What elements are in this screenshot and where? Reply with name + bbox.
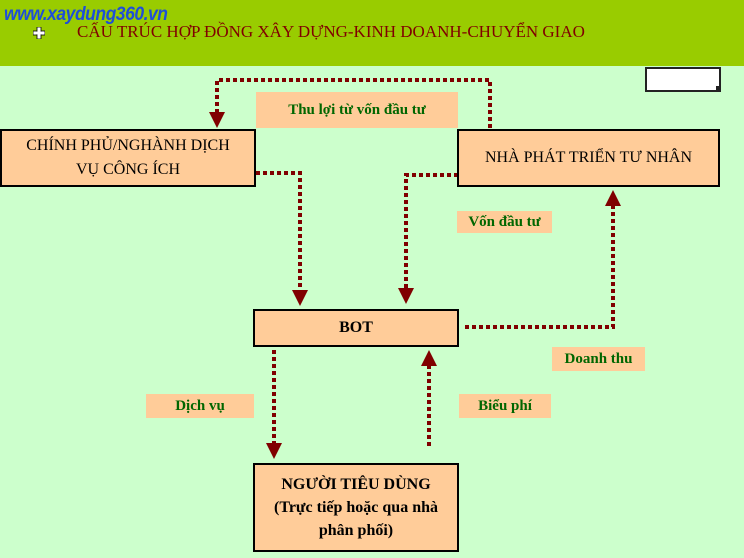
profit-label: Thu lợi từ vốn đầu tư [256, 92, 458, 128]
consumer-node: NGƯỜI TIÊU DÙNG (Trực tiếp hoặc qua nhà … [253, 463, 459, 552]
revenue-label: Doanh thu [552, 347, 645, 371]
service-label: Dịch vụ [146, 394, 254, 418]
arrow-profit [209, 78, 492, 128]
watermark: www.xaydung360.vn [4, 4, 168, 25]
bot-label: BOT [339, 319, 373, 336]
government-label-line2: VỤ CÔNG ÍCH [76, 161, 180, 178]
arrow-investment [398, 173, 458, 304]
government-label-line1: CHÍNH PHỦ/NGHÀNH DỊCH [26, 137, 230, 154]
bot-node: BOT [253, 309, 459, 347]
consumer-label-line3: phân phối) [318, 522, 394, 540]
empty-box [645, 67, 721, 92]
consumer-label-line2: (Trực tiếp hoặc qua nhà [274, 498, 438, 516]
consumer-label-line1: NGƯỜI TIÊU DÙNG [281, 475, 431, 493]
resize-handle [716, 86, 721, 91]
diagram-title: CẤU TRÚC HỢP ĐỒNG XÂY DỰNG-KINH DOANH-CH… [77, 22, 585, 41]
government-node: CHÍNH PHỦ/NGHÀNH DỊCH VỤ CÔNG ÍCH [0, 129, 256, 187]
header-bar [0, 0, 744, 66]
arrow-gov-to-bot [256, 171, 308, 306]
developer-label: NHÀ PHÁT TRIỂN TƯ NHÂN [484, 149, 693, 166]
developer-node: NHÀ PHÁT TRIỂN TƯ NHÂN [457, 129, 720, 187]
investment-label: Vốn đầu tư [457, 211, 552, 233]
tariff-label: Biểu phí [459, 394, 551, 418]
plus-icon [33, 27, 45, 39]
arrow-revenue [465, 190, 621, 329]
